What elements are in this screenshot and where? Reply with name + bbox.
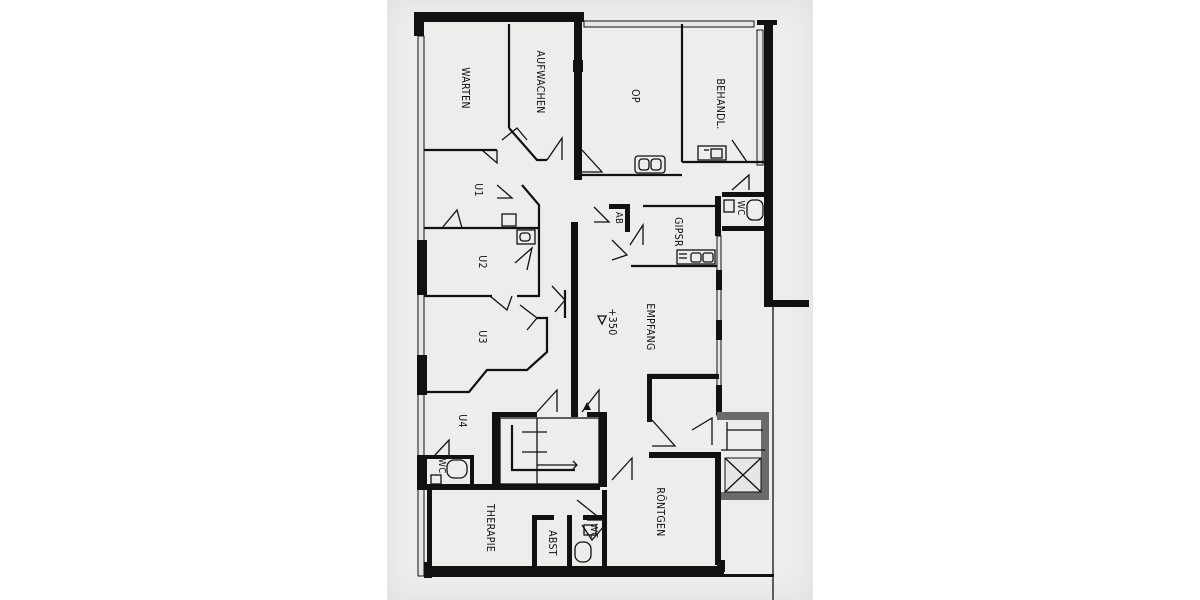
room-label-op: OP [629, 89, 641, 103]
room-label-wc-left: WC [436, 458, 447, 473]
room-label-u1: U1 [472, 183, 484, 197]
room-label-ab: AB [613, 212, 624, 224]
level-marker: +350 [596, 308, 618, 336]
room-label-warten: WARTEN [459, 67, 471, 109]
fixtures [430, 145, 764, 563]
floor-plan-sheet: WARTEN AUFWACHEN OP BEHANDL. U1 U2 U3 U4… [387, 0, 813, 600]
room-label-gipsr: GIPSR [672, 217, 684, 247]
room-label-roentgen: RÖNTGEN [654, 487, 667, 536]
staircase [499, 402, 600, 485]
room-label-therapie: THERAPIE [484, 503, 496, 552]
room-label-u2: U2 [476, 255, 488, 269]
interior-walls [424, 22, 769, 568]
room-label-wc-bottom: WC [588, 523, 599, 538]
room-label-wc-top: WC [735, 200, 746, 215]
room-label-behandl: BEHANDL. [714, 78, 726, 129]
room-labels: WARTEN AUFWACHEN OP BEHANDL. U1 U2 U3 U4… [436, 50, 746, 556]
level-marker-value: +350 [606, 308, 618, 335]
room-label-abst: ABST [546, 530, 558, 556]
outer-walls [414, 12, 809, 600]
floor-plan-drawing: WARTEN AUFWACHEN OP BEHANDL. U1 U2 U3 U4… [414, 12, 809, 600]
room-label-u3: U3 [476, 330, 488, 344]
door-swings [434, 127, 750, 542]
room-label-u4: U4 [456, 414, 468, 428]
room-label-empfang: EMPFANG [644, 303, 656, 350]
room-label-aufwachen: AUFWACHEN [534, 50, 546, 113]
